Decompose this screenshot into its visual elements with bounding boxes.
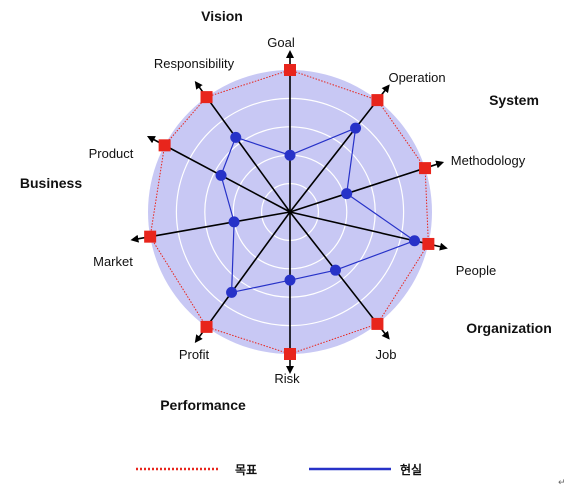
actual-point-profit — [226, 286, 238, 298]
axis-label-profit: Profit — [179, 347, 210, 362]
actual-point-job — [329, 264, 341, 276]
actual-point-people — [409, 235, 421, 247]
target-point-job — [371, 317, 384, 330]
axis-label-market: Market — [93, 254, 133, 269]
group-label-vision: Vision — [201, 8, 243, 24]
axis-line-people — [289, 211, 448, 251]
actual-point-responsibility — [230, 131, 242, 143]
axis-label-goal: Goal — [267, 35, 295, 50]
target-point-operation — [371, 94, 384, 107]
target-point-responsibility — [200, 91, 213, 104]
target-point-risk — [284, 348, 296, 360]
actual-point-market — [228, 216, 240, 228]
legend-label-actual: 현실 — [400, 462, 422, 477]
axis-label-product: Product — [89, 146, 134, 161]
actual-point-goal — [284, 149, 296, 161]
axis-label-responsibility: Responsibility — [154, 56, 235, 71]
axis-line-responsibility — [194, 80, 291, 213]
legend: 목표 현실 — [136, 462, 422, 477]
target-point-profit — [200, 320, 213, 333]
target-point-product — [158, 139, 171, 152]
axis-line-methodology — [289, 160, 445, 213]
actual-point-operation — [350, 122, 362, 134]
target-point-market — [144, 230, 157, 243]
group-label-business: Business — [20, 175, 82, 191]
target-point-goal — [284, 64, 296, 76]
axis-line-job — [289, 211, 390, 340]
target-point-methodology — [419, 162, 432, 175]
axis-label-people: People — [456, 263, 496, 278]
group-label-performance: Performance — [160, 397, 246, 413]
radar-series — [144, 64, 435, 360]
legend-label-target: 목표 — [235, 463, 257, 477]
axis-line-profit — [194, 211, 291, 344]
axis-line-operation — [289, 84, 390, 213]
actual-point-methodology — [341, 188, 353, 200]
group-label-organization: Organization — [466, 320, 552, 336]
axis-label-job: Job — [376, 347, 397, 362]
axis-line-market — [130, 211, 291, 243]
axis-label-risk: Risk — [274, 371, 300, 386]
actual-point-product — [215, 169, 227, 181]
group-label-system: System — [489, 92, 539, 108]
radar-axes — [130, 50, 448, 374]
paragraph-return-mark: ↵ — [558, 478, 566, 488]
actual-point-risk — [284, 274, 296, 286]
axis-label-methodology: Methodology — [451, 153, 526, 168]
axis-label-operation: Operation — [388, 70, 445, 85]
target-point-people — [422, 237, 435, 250]
